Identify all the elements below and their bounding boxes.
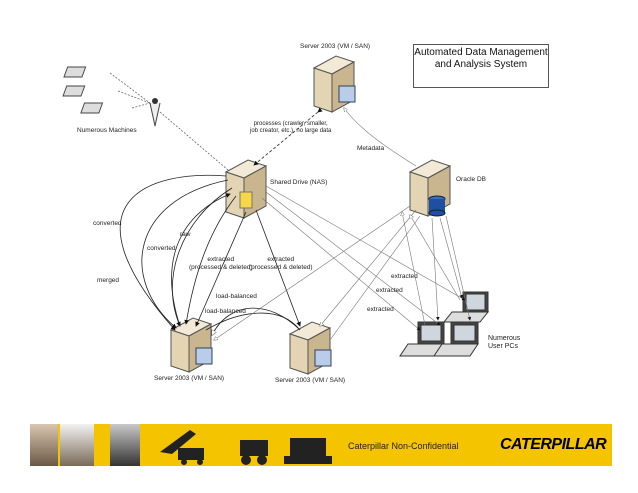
converted-label-2: converted: [147, 245, 176, 252]
oracle-db-label: Oracle DB: [456, 176, 486, 183]
server-bottom-left-icon: [169, 317, 213, 373]
oracle-db-icon: [408, 159, 452, 217]
extracted-label-b: extracted: [376, 287, 403, 294]
confidentiality-label: Caterpillar Non-Confidential: [348, 441, 459, 451]
caterpillar-logo: CATERPILLAR: [500, 436, 607, 453]
machine-icon: [62, 66, 104, 114]
load-balanced-label-1: load-balanced: [216, 293, 257, 300]
person-photo: [110, 424, 140, 466]
extracted-label-1: extracted (processed & deleted): [189, 256, 253, 271]
machinery-illustration: [160, 430, 332, 465]
gray-edges: [214, 108, 472, 340]
server-bottom-mid-icon: [288, 321, 332, 375]
load-balanced-label-2: load-balanced: [205, 308, 246, 315]
diagram-title: Automated Data Management and Analysis S…: [413, 44, 549, 88]
merged-label: merged: [97, 277, 120, 284]
extracted-label-2: extracted (processed & deleted): [249, 256, 313, 271]
edges: [120, 107, 323, 335]
extracted-label-a: extracted: [391, 273, 418, 280]
user-pcs-label: Numerous User PCs: [488, 335, 521, 351]
extracted-label-c: extracted: [367, 306, 394, 313]
server-bottom-left-label: Server 2003 (VM / SAN): [154, 375, 225, 382]
raw-label: raw: [180, 231, 191, 238]
shared-drive-icon: [224, 159, 268, 219]
wireless-antenna-icon: [149, 98, 161, 127]
converted-label-1: converted: [93, 220, 122, 227]
server-top-label: Server 2003 (VM / SAN): [300, 43, 371, 50]
laptop-icon: [399, 291, 490, 357]
metadata-label: Metadata: [357, 145, 385, 152]
person-photo: [30, 424, 58, 466]
shared-drive-label: Shared Drive (NAS): [270, 179, 328, 186]
machine-links: [109, 72, 229, 171]
machines-label: Numerous Machines: [77, 127, 137, 134]
server-bottom-mid-label: Server 2003 (VM / SAN): [275, 377, 346, 384]
person-photo: [60, 424, 94, 466]
server-top-icon: [312, 55, 356, 113]
footer-banner: Caterpillar Non-Confidential CATERPILLAR: [30, 424, 612, 466]
processes-label: processes (crawler, smaller, job creator…: [250, 121, 332, 135]
